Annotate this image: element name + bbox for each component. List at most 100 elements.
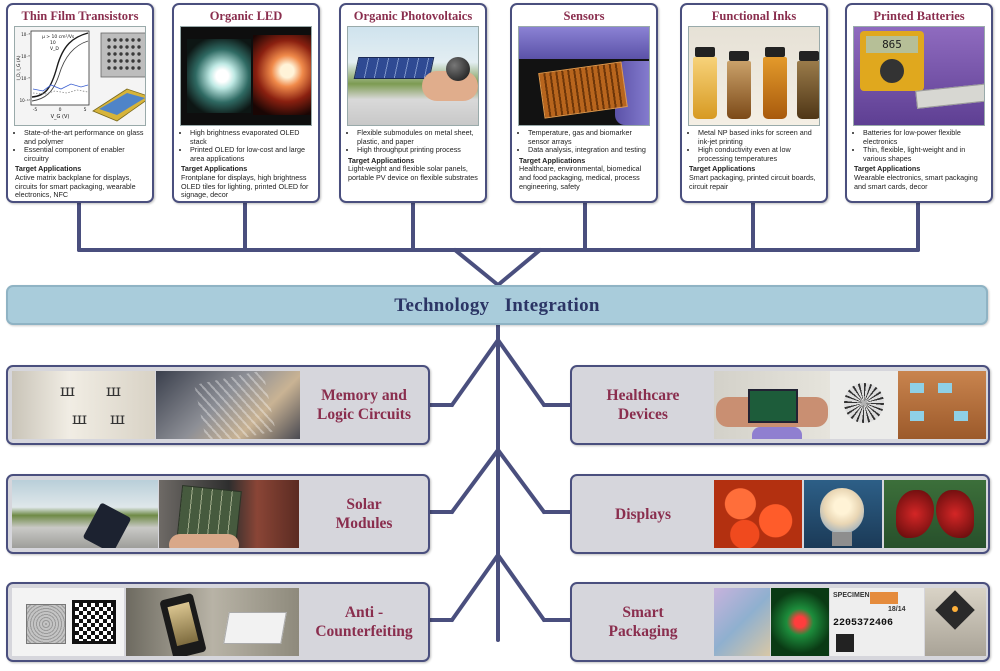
card-body: Flexible submodules on metal sheet, plas… xyxy=(341,126,485,183)
flexible-circuit xyxy=(194,371,276,439)
connector-line xyxy=(496,338,546,407)
board-pad xyxy=(938,383,952,393)
app-label: Healthcare Devices xyxy=(606,387,680,423)
opv-ball xyxy=(446,57,470,81)
pattern-swatch xyxy=(26,604,66,644)
card-sensors: Sensors Temperature, gas and biomarker s… xyxy=(510,3,658,203)
anticounterfeit-photo-qr xyxy=(12,588,124,656)
plot-y-tick: 10⁻⁹ xyxy=(21,76,30,81)
wrist-display xyxy=(748,389,798,423)
sensor-photo xyxy=(518,26,650,126)
plot-x-tick: -5 xyxy=(33,107,38,113)
logic-glyph: ш xyxy=(72,409,87,428)
app-memory-logic-circuits: ш ш ш ш Memory and Logic Circuits xyxy=(6,365,430,445)
target-applications-text: Active matrix backplane for displays, ci… xyxy=(15,172,136,200)
battery-strip xyxy=(915,83,984,109)
solar-photo-rooftop xyxy=(12,480,158,548)
target-applications-text: Healthcare, environmental, biomedical an… xyxy=(519,164,642,191)
packaging-photo-label: SPECIMEN 18/14 2205372406 xyxy=(830,588,924,656)
specimen-date: 18/14 xyxy=(888,606,906,613)
board-pad xyxy=(954,411,968,421)
card-printed-batteries: Printed Batteries 865 Batteries for low-… xyxy=(845,3,993,203)
card-title: Printed Batteries xyxy=(873,9,965,23)
packaging-photo-cube xyxy=(925,588,986,656)
packaging-photo-circuits xyxy=(771,588,829,656)
multimeter-display: 865 xyxy=(866,36,918,53)
sensor-disc xyxy=(844,383,884,423)
wrist-glove xyxy=(752,427,802,439)
ink-vial xyxy=(729,51,749,61)
solar-panel-phone xyxy=(82,502,132,548)
healthcare-photo-wrist xyxy=(714,371,830,439)
plot-y-tick: 10⁻⁶ xyxy=(21,54,30,59)
connector-line xyxy=(496,553,546,622)
card-title: Thin Film Transistors xyxy=(21,9,139,23)
healthcare-photo-board xyxy=(898,371,986,439)
board-pad xyxy=(910,383,924,393)
app-label: Smart Packaging xyxy=(608,604,678,640)
card-body: Metal NP based inks for screen and ink-j… xyxy=(682,126,826,191)
display-photo-strawberries xyxy=(714,480,802,548)
plot-x-tick: 5 xyxy=(84,107,87,113)
target-applications-text: Smart packaging, printed circuit boards,… xyxy=(689,172,816,191)
butterfly-wing xyxy=(896,490,934,538)
plot-y-axis-label: I_D, I_G (A) xyxy=(16,55,22,80)
packaging-photo-hologram xyxy=(714,588,770,656)
app-displays: Displays xyxy=(570,474,990,554)
tft-figure: μ > 10 cm²/Vs 10 V_D 10⁻³ 10⁻⁶ 10⁻⁹ 10⁻¹… xyxy=(14,26,146,126)
card-body: Batteries for low-power flexible electro… xyxy=(847,126,991,191)
integration-title: Technology Integration xyxy=(394,295,600,316)
solar-hand xyxy=(169,534,239,548)
app-healthcare-devices: Healthcare Devices xyxy=(570,365,990,445)
technology-integration-bar: Technology Integration xyxy=(6,285,988,325)
qr-code-icon xyxy=(72,600,116,644)
display-photo-butterfly xyxy=(884,480,986,548)
multimeter-dial xyxy=(880,59,904,83)
target-applications-heading: Target Applications xyxy=(519,155,586,165)
app-smart-packaging: Smart Packaging SPECIMEN 18/14 220537240… xyxy=(570,582,990,662)
opv-solar-panel xyxy=(353,57,435,79)
target-applications-heading: Target Applications xyxy=(689,164,756,174)
card-title: Sensors xyxy=(563,9,605,23)
oled-red-tile xyxy=(253,35,311,115)
connector-line xyxy=(450,553,500,622)
oled-photo xyxy=(180,26,312,126)
target-applications-heading: Target Applications xyxy=(348,155,415,165)
card-organic-photovoltaics: Organic Photovoltaics Flexible submodule… xyxy=(339,3,487,203)
sensor-glove-left xyxy=(519,27,649,59)
ink-vial xyxy=(693,57,717,119)
lightbulb-icon xyxy=(820,488,864,534)
oled-white-tile xyxy=(187,39,251,113)
card-bullet: High conductivity even at low processing… xyxy=(698,145,821,163)
solar-photo-module xyxy=(159,480,299,548)
card-body: High brightness evaporated OLED stack Pr… xyxy=(174,126,318,200)
card-bullet: State-of-the-art performance on glass an… xyxy=(24,128,147,146)
connector-line xyxy=(496,448,546,514)
plot-x-axis-label: V_G (V) xyxy=(51,114,70,120)
card-bullet: Temperature, gas and biomarker sensor ar… xyxy=(528,128,651,146)
cube-led xyxy=(952,606,958,612)
specimen-barcode: 2205372406 xyxy=(833,618,894,629)
ink-vial xyxy=(797,61,819,119)
specimen-label: SPECIMEN xyxy=(833,592,870,599)
display-photo-bulb xyxy=(804,480,882,548)
target-applications-heading: Target Applications xyxy=(15,164,82,174)
card-bullet: High brightness evaporated OLED stack xyxy=(190,128,313,146)
plot-legend-item: V_D xyxy=(50,46,59,52)
plot-x-tick: 0 xyxy=(59,107,62,113)
logic-glyph: ш xyxy=(110,409,125,428)
target-applications-heading: Target Applications xyxy=(181,164,248,174)
card-bullet: Thin, flexible, light-weight and in vari… xyxy=(863,145,986,163)
tft-transfer-curve-plot: μ > 10 cm²/Vs 10 V_D 10⁻³ 10⁻⁶ 10⁻⁹ 10⁻¹… xyxy=(16,30,145,122)
app-anti-counterfeiting: Anti - Counterfeiting xyxy=(6,582,430,662)
target-applications-text: Light-weight and flexible solar panels, … xyxy=(348,164,478,182)
ink-vial xyxy=(695,47,715,57)
card-bullet: High throughput printing process xyxy=(357,146,480,155)
connector-line xyxy=(450,338,500,407)
connector-line xyxy=(453,248,542,287)
specimen-color-strip xyxy=(870,592,898,604)
card-bullet: Printed OLED for low-cost and large area… xyxy=(190,145,313,163)
plot-y-tick: 10⁻³ xyxy=(21,32,30,37)
ink-vial xyxy=(765,47,785,57)
